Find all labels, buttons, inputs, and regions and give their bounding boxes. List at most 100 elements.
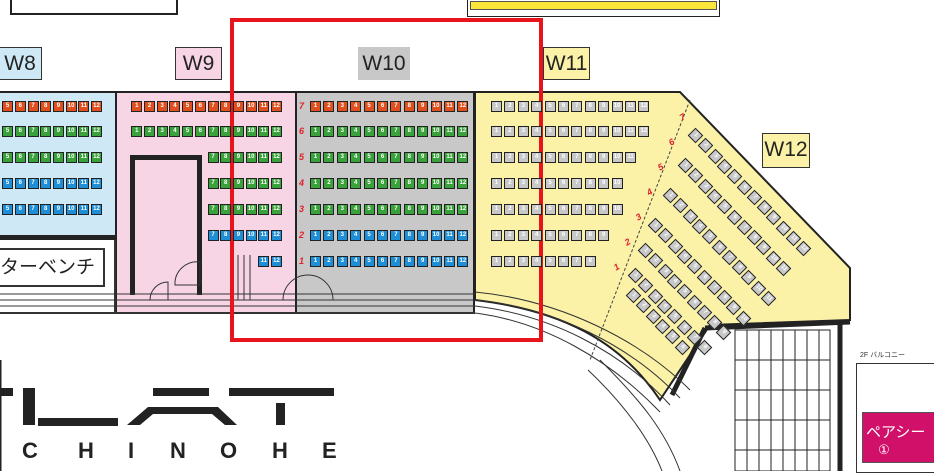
seat[interactable]: 11: [78, 101, 90, 112]
seat[interactable]: 9: [232, 178, 244, 189]
seat[interactable]: 10: [245, 152, 257, 163]
seat[interactable]: 1: [310, 178, 321, 189]
seat[interactable]: 2: [323, 230, 335, 241]
seat[interactable]: 12: [91, 126, 102, 137]
seat[interactable]: 1: [310, 152, 321, 163]
seat[interactable]: 12: [457, 152, 469, 163]
seat[interactable]: 2: [323, 152, 335, 163]
seat[interactable]: 10: [245, 204, 257, 215]
seat[interactable]: 5: [2, 178, 14, 189]
seat[interactable]: 12: [91, 152, 102, 163]
seat[interactable]: 3: [517, 230, 529, 241]
seat[interactable]: 8: [220, 230, 232, 241]
seat[interactable]: 11: [444, 178, 455, 189]
seat[interactable]: 12: [91, 178, 102, 189]
seat[interactable]: 9: [417, 230, 429, 241]
seat[interactable]: 10: [430, 126, 442, 137]
seat[interactable]: 2: [504, 152, 516, 163]
seat[interactable]: 8: [584, 101, 596, 112]
pair-seat-button[interactable]: ペアシー ①: [862, 412, 934, 463]
seat[interactable]: 8: [403, 204, 415, 215]
seat[interactable]: 9: [232, 204, 244, 215]
seat[interactable]: 11: [444, 256, 455, 267]
seat[interactable]: 4: [531, 230, 543, 241]
seat[interactable]: 6: [377, 256, 388, 267]
seat[interactable]: 11: [258, 126, 270, 137]
seat[interactable]: 7: [390, 230, 402, 241]
seat[interactable]: 11: [444, 126, 455, 137]
seat[interactable]: 6: [14, 126, 26, 137]
seat[interactable]: 7: [571, 126, 583, 137]
seat[interactable]: 2: [323, 101, 335, 112]
seat[interactable]: 4: [350, 101, 362, 112]
seat[interactable]: 1: [310, 101, 321, 112]
seat[interactable]: 9: [598, 101, 610, 112]
seat[interactable]: 10: [430, 152, 442, 163]
seat[interactable]: 8: [403, 230, 415, 241]
seat[interactable]: 7: [207, 204, 219, 215]
seat[interactable]: 9: [417, 178, 429, 189]
seat[interactable]: 6: [377, 230, 388, 241]
seat[interactable]: 3: [336, 256, 348, 267]
seat[interactable]: 9: [417, 101, 429, 112]
seat[interactable]: 1: [491, 204, 502, 215]
seat[interactable]: 12: [457, 178, 469, 189]
seat[interactable]: 10: [430, 204, 442, 215]
seat[interactable]: 2: [504, 230, 516, 241]
seat[interactable]: 4: [350, 178, 362, 189]
seat[interactable]: 3: [156, 126, 168, 137]
seat[interactable]: 4: [531, 101, 543, 112]
seat[interactable]: 7: [207, 178, 219, 189]
seat[interactable]: 9: [417, 152, 429, 163]
seat[interactable]: 12: [271, 230, 282, 241]
seat[interactable]: 10: [65, 178, 77, 189]
seat[interactable]: 5: [363, 152, 375, 163]
seat[interactable]: 4: [350, 126, 362, 137]
seat[interactable]: 6: [558, 152, 569, 163]
seat[interactable]: 1: [491, 126, 502, 137]
seat[interactable]: 1: [310, 126, 321, 137]
seat[interactable]: 12: [638, 101, 650, 112]
seat[interactable]: 9: [598, 126, 610, 137]
seat[interactable]: 6: [14, 152, 26, 163]
seat[interactable]: 11: [258, 230, 270, 241]
seat[interactable]: 7: [390, 204, 402, 215]
seat[interactable]: 11: [444, 101, 455, 112]
seat[interactable]: 9: [52, 126, 64, 137]
seat[interactable]: 7: [571, 152, 583, 163]
seat[interactable]: 3: [336, 204, 348, 215]
seat[interactable]: 11: [444, 230, 455, 241]
seat[interactable]: 4: [531, 126, 543, 137]
seat[interactable]: 9: [232, 152, 244, 163]
seat[interactable]: 6: [377, 152, 388, 163]
seat[interactable]: 6: [14, 178, 26, 189]
seat[interactable]: 11: [258, 152, 270, 163]
seat[interactable]: 6: [377, 101, 388, 112]
seat[interactable]: 12: [91, 101, 102, 112]
seat[interactable]: 10: [245, 101, 257, 112]
seat[interactable]: 1: [491, 230, 502, 241]
seat[interactable]: 12: [271, 204, 282, 215]
seat[interactable]: 11: [625, 152, 636, 163]
seat[interactable]: 3: [336, 230, 348, 241]
seat[interactable]: 4: [531, 256, 543, 267]
seat[interactable]: 6: [14, 101, 26, 112]
seat[interactable]: 7: [390, 152, 402, 163]
seat[interactable]: 6: [558, 230, 569, 241]
seat[interactable]: 9: [232, 230, 244, 241]
seat[interactable]: 7: [390, 256, 402, 267]
seat[interactable]: 5: [182, 101, 194, 112]
seat[interactable]: 7: [571, 230, 583, 241]
seat[interactable]: 10: [430, 101, 442, 112]
seat[interactable]: 12: [457, 101, 469, 112]
seat[interactable]: 8: [40, 204, 52, 215]
seat[interactable]: 6: [558, 126, 569, 137]
seat[interactable]: 4: [350, 230, 362, 241]
seat[interactable]: 1: [310, 256, 321, 267]
seat[interactable]: 12: [271, 256, 282, 267]
seat[interactable]: 7: [207, 126, 219, 137]
seat[interactable]: 9: [52, 152, 64, 163]
seat[interactable]: 8: [220, 101, 232, 112]
seat[interactable]: 11: [625, 126, 636, 137]
seat[interactable]: 5: [2, 101, 14, 112]
